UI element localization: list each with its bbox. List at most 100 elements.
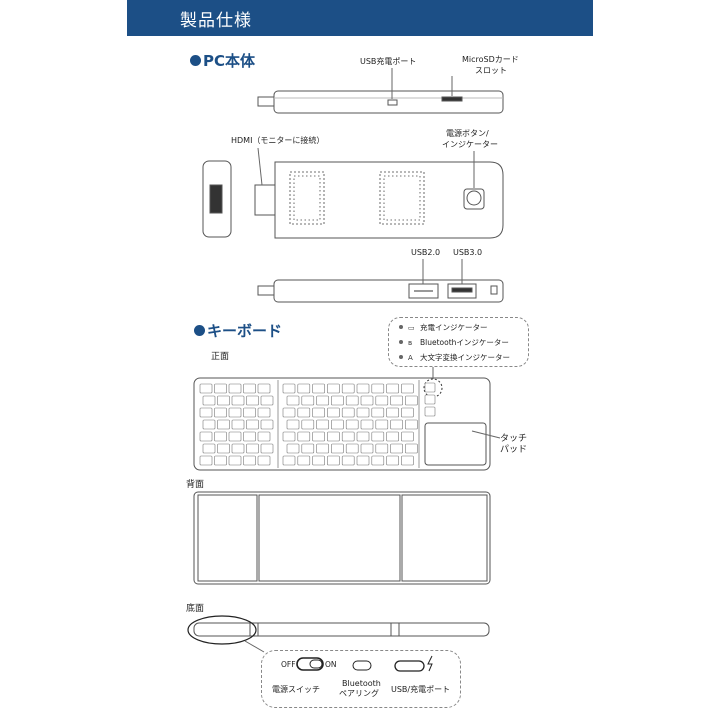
bullet-icon xyxy=(190,55,201,66)
keyboard-key xyxy=(312,431,325,442)
keyboard-key xyxy=(231,395,245,406)
battery-icon: ▭ xyxy=(408,324,415,332)
keyboard-key xyxy=(356,407,370,418)
keyboard-key xyxy=(371,431,385,442)
usb20-label: USB2.0 xyxy=(411,248,441,257)
keyboard-key xyxy=(231,419,245,430)
keyboard-key xyxy=(214,455,227,466)
keyboard-key xyxy=(282,407,296,418)
keyboard-key xyxy=(243,455,256,466)
keyboard-key xyxy=(257,383,271,394)
keyboard-key xyxy=(375,395,389,406)
keyboard-section-title-text: キーボード xyxy=(207,322,283,340)
keyboard-key xyxy=(246,443,259,454)
keyboard-keys xyxy=(199,382,436,466)
usb-port-icon xyxy=(394,660,425,672)
capslock-icon: A xyxy=(408,354,413,362)
keyboard-key xyxy=(202,443,216,454)
touchpad-icon xyxy=(424,422,487,466)
keyboard-key xyxy=(341,455,355,466)
charge-indicator-label: 充電インジケーター xyxy=(420,323,488,332)
bullet-icon xyxy=(399,340,403,344)
keyboard-key xyxy=(386,407,399,418)
keyboard-key xyxy=(214,383,227,394)
usb30-label: USB3.0 xyxy=(453,248,483,257)
keyboard-key xyxy=(371,455,385,466)
keyboard-key xyxy=(246,395,259,406)
keyboard-key xyxy=(217,395,230,406)
keyboard-key xyxy=(246,419,259,430)
charge-indicator-row: ▭ 充電インジケーター xyxy=(399,322,488,333)
keyboard-key xyxy=(257,455,271,466)
keyboard-key xyxy=(424,394,436,405)
pc-stick-usb-side-view xyxy=(257,259,504,303)
keyboard-key xyxy=(282,455,296,466)
keyboard-key xyxy=(214,407,227,418)
keyboard-front-view xyxy=(193,367,501,471)
keyboard-key xyxy=(405,443,418,454)
hdmi-connector-icon xyxy=(209,184,223,214)
keyboard-bottom-view xyxy=(187,615,490,653)
vent-grille-right xyxy=(379,171,425,225)
keyboard-key xyxy=(375,443,389,454)
keyboard-key xyxy=(312,407,325,418)
bullet-icon xyxy=(399,325,403,329)
hdmi-label: HDMI（モニターに接続） xyxy=(231,136,325,145)
keyboard-section-title: キーボード xyxy=(194,320,282,341)
keyboard-key xyxy=(243,407,256,418)
keyboard-key xyxy=(316,443,329,454)
keyboard-key xyxy=(331,419,344,430)
keyboard-key xyxy=(356,431,370,442)
power-button-label-line2: インジケーター xyxy=(442,140,498,149)
keyboard-key xyxy=(341,383,355,394)
keyboard-key xyxy=(257,431,271,442)
keyboard-key xyxy=(228,407,242,418)
switch-off-label: OFF xyxy=(281,660,296,669)
keyboard-key xyxy=(360,395,374,406)
keyboard-key xyxy=(331,443,344,454)
keyboard-key xyxy=(297,431,311,442)
keyboard-key xyxy=(390,395,403,406)
usb-charge-port-icon xyxy=(387,99,398,106)
keyboard-key xyxy=(260,443,274,454)
pc-stick-top-view xyxy=(257,68,504,114)
keyboard-key xyxy=(345,419,359,430)
bottom-view-label: 底面 xyxy=(186,604,205,614)
pc-section-title-text: PC本体 xyxy=(203,52,256,70)
keyboard-back-view xyxy=(193,491,491,585)
keyboard-key xyxy=(316,419,329,430)
keyboard-key xyxy=(282,431,296,442)
keyboard-key xyxy=(286,419,300,430)
lightning-icon xyxy=(427,655,433,672)
keyboard-key xyxy=(260,395,274,406)
keyboard-key xyxy=(243,383,256,394)
keyboard-key xyxy=(360,419,374,430)
keyboard-key xyxy=(327,407,340,418)
keyboard-key xyxy=(260,419,274,430)
usb-charge-port-bottom-label: USB/充電ポート xyxy=(391,685,451,694)
keyboard-key xyxy=(217,443,230,454)
bullet-icon xyxy=(194,325,205,336)
front-view-label: 正面 xyxy=(211,352,230,362)
keyboard-key xyxy=(202,395,216,406)
switch-on-label: ON xyxy=(325,660,337,669)
keyboard-key xyxy=(341,407,355,418)
bottom-controls-callout xyxy=(261,650,461,708)
bluetooth-indicator-label: Bluetoothインジケーター xyxy=(420,338,509,347)
keyboard-key xyxy=(424,406,436,417)
keyboard-key xyxy=(401,455,414,466)
keyboard-key xyxy=(286,395,300,406)
power-switch-icon xyxy=(296,657,324,671)
microsd-slot-label-line2: スロット xyxy=(475,66,507,75)
power-button-label-line1: 電源ボタン/ xyxy=(446,129,489,138)
header-bar xyxy=(127,0,593,36)
touchpad-label-line2: パッド xyxy=(500,445,528,455)
keyboard-key xyxy=(356,383,370,394)
power-button-icon xyxy=(466,190,482,206)
keyboard-key xyxy=(231,443,245,454)
keyboard-key xyxy=(301,395,315,406)
keyboard-key xyxy=(405,395,418,406)
